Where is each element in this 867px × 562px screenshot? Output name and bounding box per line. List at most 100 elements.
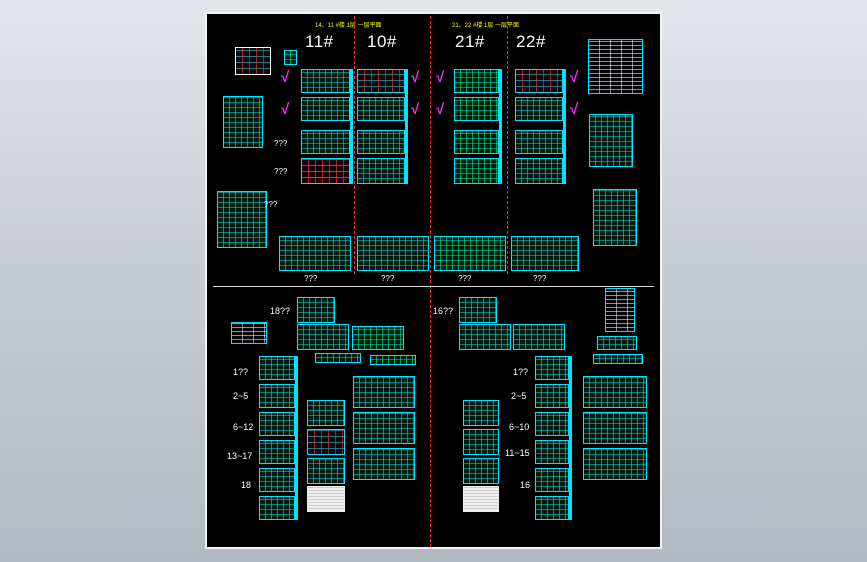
floor-plan[interactable] xyxy=(259,412,295,436)
floor-label: 11~15 xyxy=(505,448,530,458)
building-label-22: 22# xyxy=(516,32,546,51)
detail-block[interactable] xyxy=(593,189,637,246)
floor-plan-21-a[interactable] xyxy=(454,69,499,93)
floor-plan[interactable] xyxy=(259,468,295,492)
checkmark-icon: √ xyxy=(281,101,290,118)
floor-plan[interactable] xyxy=(535,468,569,492)
frame-bar xyxy=(499,69,502,184)
floor-plan[interactable] xyxy=(583,448,647,480)
floor-plan[interactable] xyxy=(307,458,345,484)
floor-plan[interactable] xyxy=(259,496,295,520)
notes-table[interactable] xyxy=(307,486,345,512)
floor-plan-10-a[interactable] xyxy=(357,69,405,93)
floor-plan-11-d[interactable] xyxy=(301,158,350,184)
floor-label: 1?? xyxy=(513,367,529,377)
frame-bar xyxy=(295,356,298,520)
checkmark-icon: √ xyxy=(570,69,579,86)
frame-bar xyxy=(350,69,353,184)
unknown-label: ??? xyxy=(304,274,318,283)
detail-block[interactable] xyxy=(297,297,335,323)
checkmark-icon: √ xyxy=(281,69,290,86)
floor-plan-22-a[interactable] xyxy=(515,69,563,93)
detail-block[interactable] xyxy=(513,324,565,350)
unknown-label: ??? xyxy=(274,167,288,176)
floor-plan[interactable] xyxy=(353,412,415,444)
legend-block[interactable] xyxy=(235,47,271,75)
frame-bar xyxy=(405,69,408,184)
detail-block[interactable] xyxy=(459,324,511,350)
detail-block[interactable] xyxy=(459,297,497,323)
floor-plan-11-c[interactable] xyxy=(301,130,350,154)
checkmark-icon: √ xyxy=(436,101,445,118)
floor-plan[interactable] xyxy=(353,448,415,480)
floor-plan[interactable] xyxy=(535,440,569,464)
notes-table[interactable] xyxy=(588,39,643,94)
notes-table[interactable] xyxy=(605,288,635,332)
wide-plan-21[interactable] xyxy=(434,236,506,271)
floor-plan-21-d[interactable] xyxy=(454,158,499,184)
floor-plan[interactable] xyxy=(353,376,415,408)
notes-table[interactable] xyxy=(231,322,267,344)
floor-label: 6~10 xyxy=(509,422,530,432)
floor-label: 2~5 xyxy=(233,391,249,401)
floor-plan-10-c[interactable] xyxy=(357,130,405,154)
floor-plan[interactable] xyxy=(307,400,345,426)
building-label-10: 10# xyxy=(367,32,397,51)
floor-plan[interactable] xyxy=(307,429,345,455)
detail-block[interactable] xyxy=(597,336,637,350)
detail-block[interactable] xyxy=(297,324,349,350)
floor-plan-21-b[interactable] xyxy=(454,97,499,121)
floor-plan[interactable] xyxy=(259,384,295,408)
checkmark-icon: √ xyxy=(411,69,420,86)
detail-block[interactable] xyxy=(217,191,267,248)
floor-plan[interactable] xyxy=(535,356,569,380)
floor-plan[interactable] xyxy=(583,412,647,444)
center-divider xyxy=(430,16,431,547)
unknown-label: ??? xyxy=(264,200,278,209)
detail-block[interactable] xyxy=(352,326,404,350)
unknown-label: ??? xyxy=(458,274,472,283)
column-divider xyxy=(507,16,508,274)
floor-plan[interactable] xyxy=(535,384,569,408)
floor-plan-10-b[interactable] xyxy=(357,97,405,121)
floor-plan-11-a[interactable] xyxy=(301,69,350,93)
detail-block[interactable] xyxy=(593,354,643,364)
key-plan-block[interactable] xyxy=(284,50,297,65)
floor-plan[interactable] xyxy=(463,458,499,484)
checkmark-icon: √ xyxy=(411,101,420,118)
wide-plan-22[interactable] xyxy=(511,236,579,271)
floor-plan[interactable] xyxy=(259,356,295,380)
detail-block[interactable] xyxy=(370,355,416,365)
wide-plan-10[interactable] xyxy=(357,236,429,271)
floor-plan[interactable] xyxy=(535,496,569,520)
floor-plan[interactable] xyxy=(463,429,499,455)
floor-plan[interactable] xyxy=(583,376,647,408)
detail-block[interactable] xyxy=(589,114,633,167)
group-title: 16?? xyxy=(433,306,454,316)
notes-table[interactable] xyxy=(463,486,499,512)
floor-plan-22-c[interactable] xyxy=(515,130,563,154)
floor-label: 13~17 xyxy=(227,451,253,461)
header-left: 14、11 #楼 1层 一层平面 xyxy=(315,23,382,29)
building-label-21: 21# xyxy=(455,32,485,51)
cad-drawing-sheet[interactable]: 14、11 #楼 1层 一层平面 21、22 #楼 1层 一层平面 11# 10… xyxy=(205,12,662,549)
floor-plan[interactable] xyxy=(259,440,295,464)
floor-plan-22-b[interactable] xyxy=(515,97,563,121)
floor-label: 16 xyxy=(520,480,531,490)
floor-plan-21-c[interactable] xyxy=(454,130,499,154)
group-title: 18?? xyxy=(270,306,291,316)
header-right: 21、22 #楼 1层 一层平面 xyxy=(452,23,520,29)
floor-label: 18 xyxy=(241,480,252,490)
floor-plan[interactable] xyxy=(463,400,499,426)
frame-bar xyxy=(563,69,566,184)
detail-block[interactable] xyxy=(223,96,263,148)
section-divider xyxy=(213,286,654,287)
detail-block[interactable] xyxy=(315,353,361,363)
floor-plan-10-d[interactable] xyxy=(357,158,405,184)
floor-plan-11-b[interactable] xyxy=(301,97,350,121)
floor-label: 6~12 xyxy=(233,422,254,432)
wide-plan-11[interactable] xyxy=(279,236,351,271)
floor-label: 2~5 xyxy=(511,391,527,401)
floor-plan[interactable] xyxy=(535,412,569,436)
floor-plan-22-d[interactable] xyxy=(515,158,563,184)
